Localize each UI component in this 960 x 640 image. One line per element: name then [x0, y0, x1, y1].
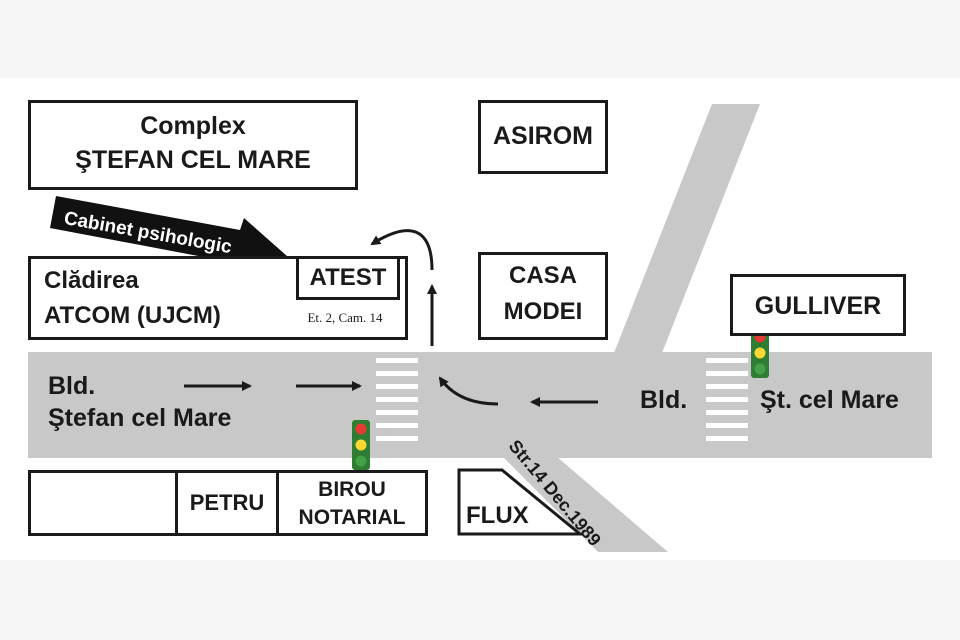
blvd-right-label-part1: Bld. — [640, 386, 688, 414]
birou-notarial-building — [276, 470, 428, 536]
complex-label-line1: Complex — [140, 112, 246, 140]
casa-modei-building — [478, 252, 608, 340]
traffic-light-right — [751, 328, 769, 378]
complex-stefan-cel-mare-building — [28, 100, 358, 190]
crosswalk-right — [706, 358, 748, 441]
casa-modei-label-line2: MODEI — [503, 298, 583, 325]
blvd-right-label-part2: Şt. cel Mare — [760, 386, 899, 414]
traffic-light-left — [352, 420, 370, 470]
unlabeled-building — [28, 470, 178, 536]
birou-notarial-label-line2: NOTARIAL — [298, 506, 406, 529]
casa-modei-label-line1: CASA — [508, 262, 577, 289]
flux-label: FLUX — [466, 502, 529, 529]
diagonal-road-north — [612, 104, 760, 358]
blvd-left-label-line2: Ştefan cel Mare — [48, 404, 232, 432]
atest-label: ATEST — [309, 264, 387, 291]
petru-building — [175, 470, 279, 536]
atcom-label-line1: Clădirea — [44, 267, 139, 294]
atest-office — [296, 256, 400, 300]
complex-label-line2: ŞTEFAN CEL MARE — [75, 146, 311, 174]
arrow-turn-left — [438, 376, 499, 406]
crosswalk-left — [376, 358, 418, 441]
blvd-left-label-line1: Bld. — [48, 372, 96, 400]
petru-label: PETRU — [189, 490, 265, 515]
arrow-uturn — [370, 229, 434, 271]
location-map: Complex ŞTEFAN CEL MARE ASIROM Clădirea … — [0, 78, 960, 560]
asirom-label: ASIROM — [493, 122, 593, 150]
gulliver-building — [730, 274, 906, 336]
asirom-building — [478, 100, 608, 174]
flux-building-shape — [457, 468, 585, 536]
traffic-arrows — [184, 229, 598, 407]
atcom-label-line2: ATCOM (UJCM) — [44, 302, 221, 329]
diagonal-road-south — [502, 456, 668, 552]
birou-notarial-label-line1: BIROU — [318, 478, 386, 501]
atest-floor-label: Et. 2, Cam. 14 — [307, 310, 383, 325]
gulliver-label: GULLIVER — [754, 292, 882, 320]
boulevard-road — [28, 352, 932, 458]
